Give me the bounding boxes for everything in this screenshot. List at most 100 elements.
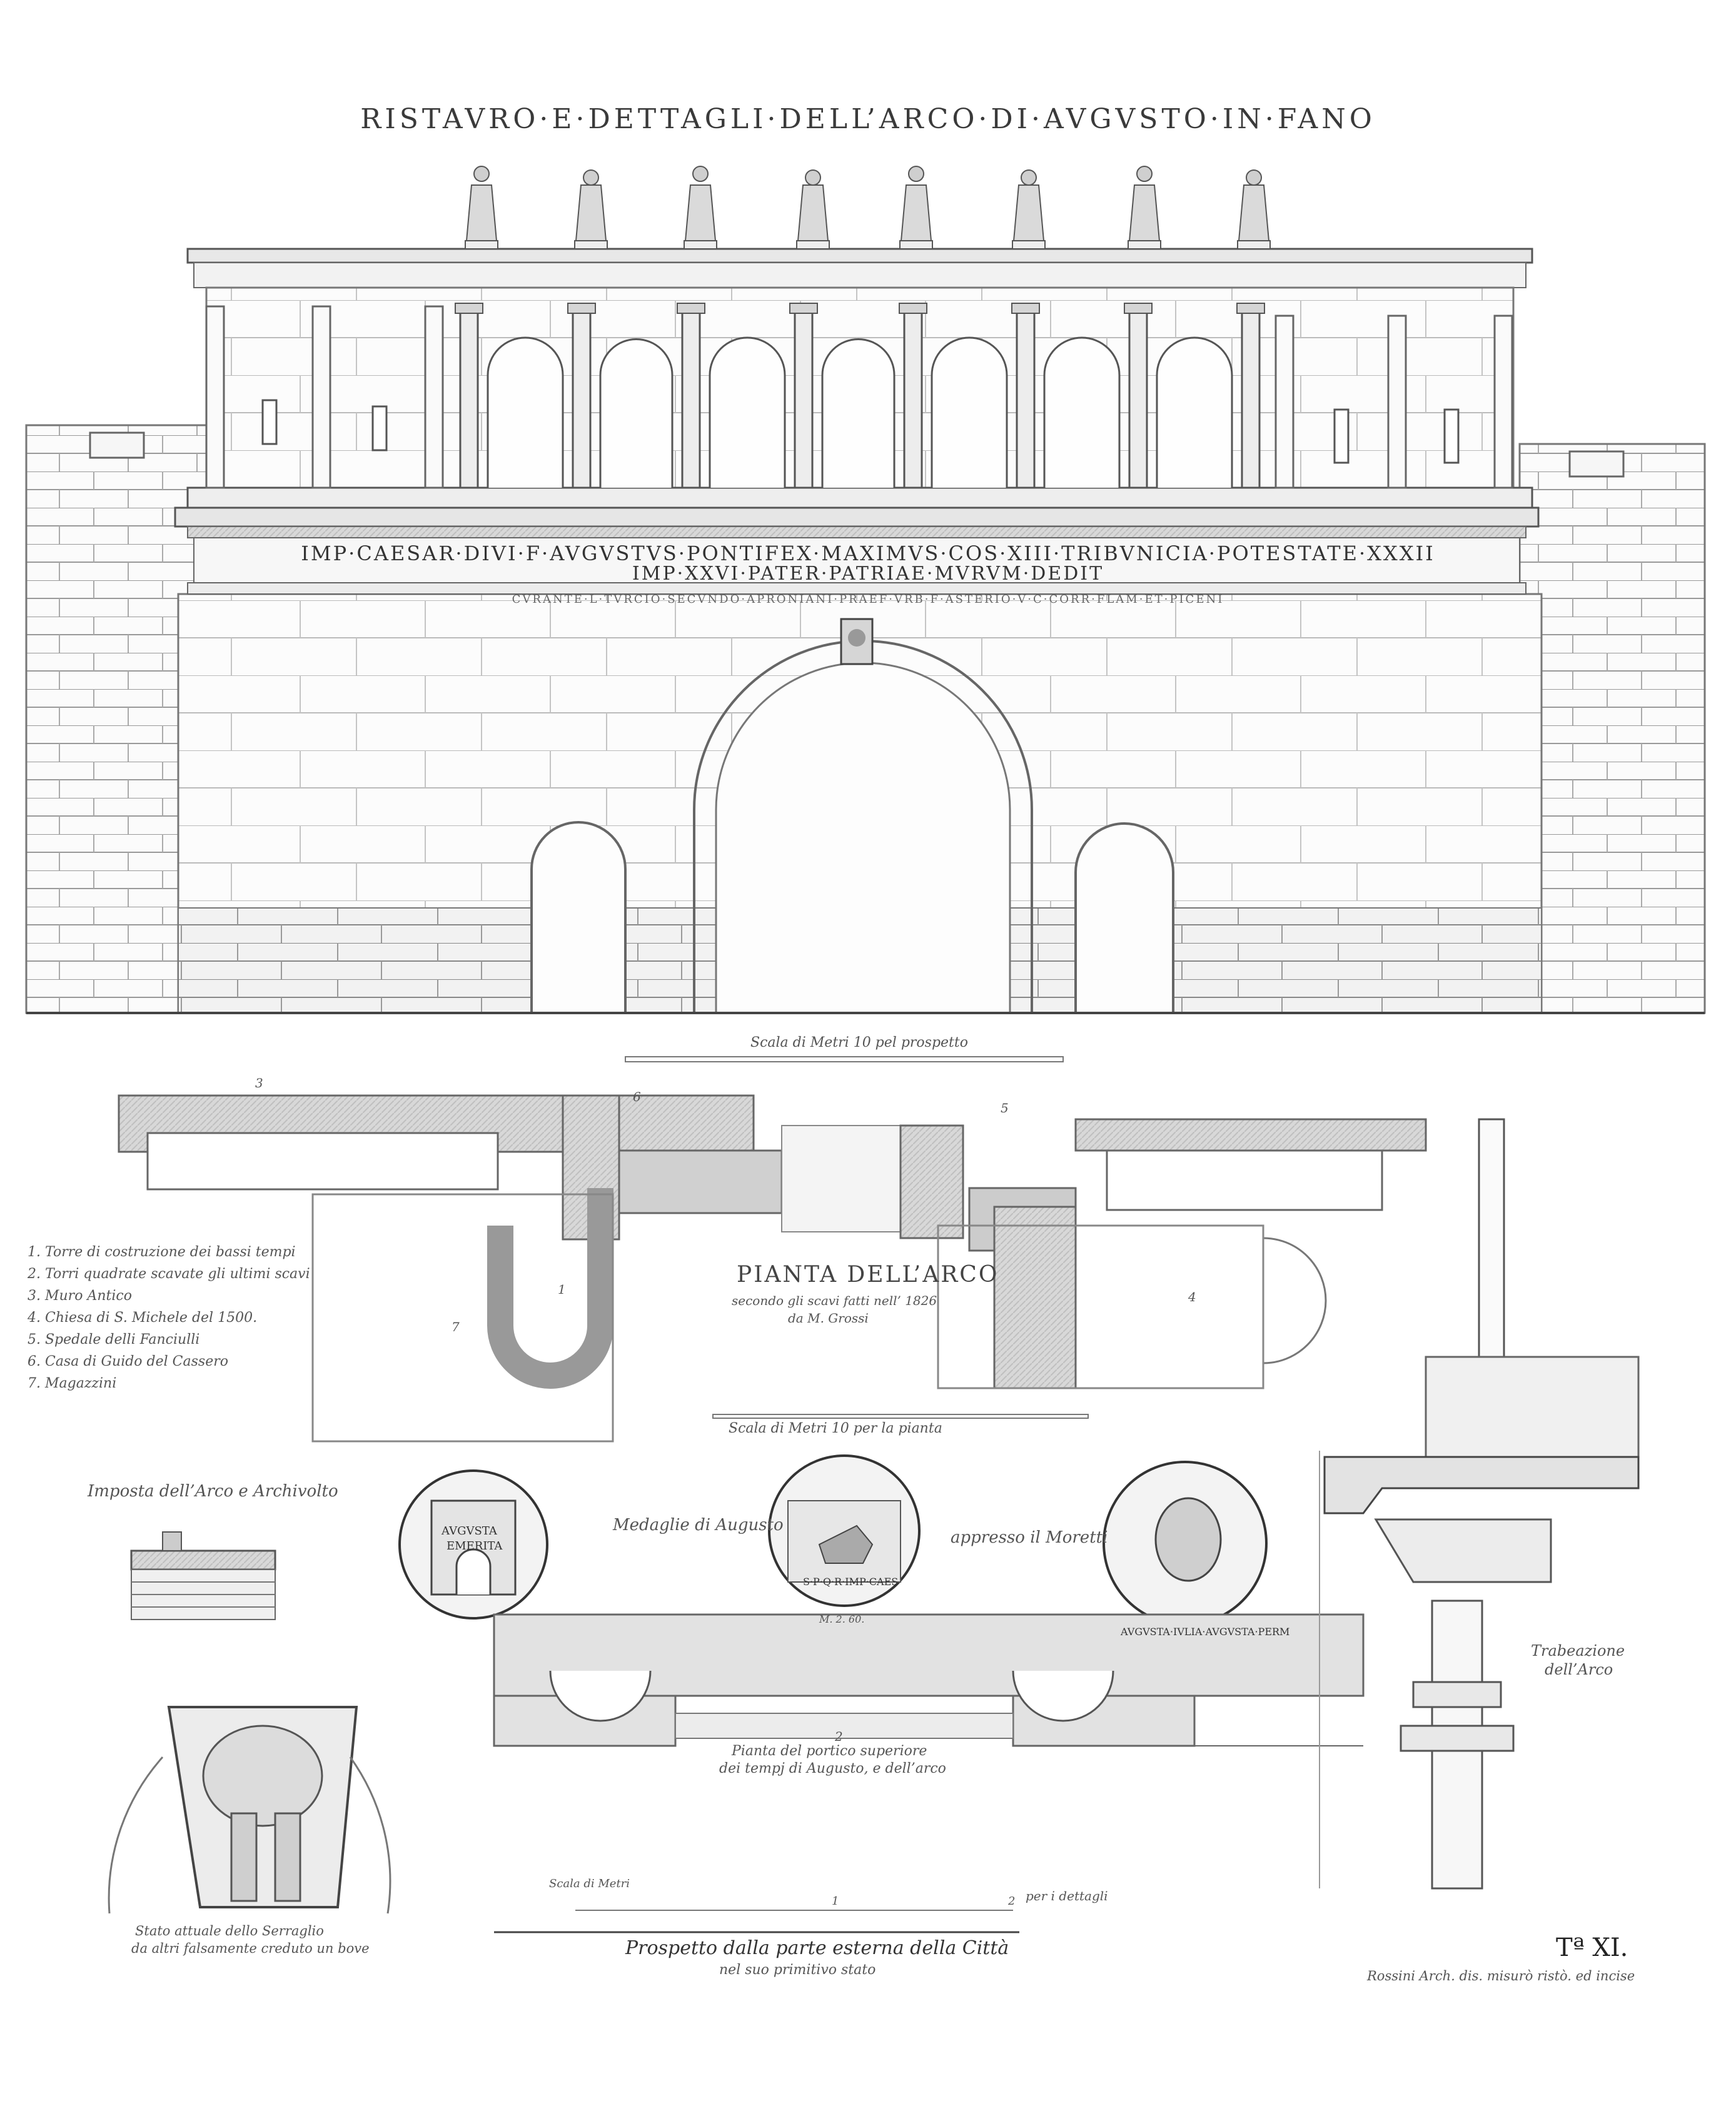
elevation-scale-label: Scala di Metri 10 pel prospetto bbox=[750, 1035, 968, 1050]
statue-figure bbox=[574, 169, 608, 249]
impost-detail-drawing bbox=[130, 1531, 276, 1620]
portico-plan-drawing bbox=[493, 1613, 1365, 1933]
legend-item: 5. Spedale delli Fanciulli bbox=[28, 1332, 200, 1348]
right-passage bbox=[1074, 822, 1174, 1013]
inscription-line-3: CVRANTE·L·TVRCIO·SECVNDO·APRONIANI·PRAEF… bbox=[512, 593, 1224, 606]
plate-title: RISTAVRO·E·DETTAGLI·DELL’ARCO·DI·AVGVSTO… bbox=[360, 103, 1376, 135]
legend-item: 4. Chiesa di S. Michele del 1500. bbox=[28, 1310, 258, 1326]
left-wall-cap bbox=[89, 431, 145, 459]
keystone-caption-2: da altri falsamente creduto un bove bbox=[131, 1941, 370, 1956]
medal-3-text: AVGVSTA·IVLIA·AVGVSTA·PERM bbox=[1121, 1626, 1290, 1638]
statue-figure bbox=[796, 169, 830, 249]
medals-group bbox=[398, 1454, 1268, 1626]
statue-figure bbox=[1128, 166, 1161, 249]
gallery-arcade bbox=[455, 303, 1265, 489]
medal-1-text-2: EMERITA bbox=[447, 1539, 503, 1553]
portico-caption-1: Pianta del portico superiore bbox=[732, 1743, 927, 1759]
gallery-column bbox=[572, 308, 592, 489]
gallery-column bbox=[794, 308, 814, 489]
column-capital bbox=[899, 303, 927, 314]
plan-title: PIANTA DELL’ARCO bbox=[737, 1262, 999, 1287]
attic-plinth bbox=[186, 486, 1533, 509]
legend-item: 2. Torri quadrate scavate gli ultimi sca… bbox=[28, 1266, 310, 1282]
column-capital bbox=[677, 303, 705, 314]
attic-statues bbox=[465, 166, 1271, 249]
inscription-line-1: IMP·CAESAR·DIVI·F·AVGVSTVS·PONTIFEX·MAXI… bbox=[301, 542, 1435, 565]
plan-scale-label: Scala di Metri 10 per la pianta bbox=[729, 1421, 942, 1436]
entablature-caption-2: dell’Arco bbox=[1545, 1661, 1613, 1678]
plan-number-3: 3 bbox=[255, 1076, 263, 1091]
column-capital bbox=[789, 303, 818, 314]
keystone-detail-drawing bbox=[108, 1706, 391, 1914]
statue-figure bbox=[1237, 169, 1271, 249]
keystone-caption-1: Stato attuale dello Serraglio bbox=[135, 1923, 324, 1938]
statue-figure bbox=[465, 166, 498, 249]
cornice-dentils bbox=[187, 526, 1527, 538]
attic-cornice bbox=[186, 248, 1533, 264]
impost-caption: Imposta dell’Arco e Archivolto bbox=[88, 1482, 338, 1501]
attic-pilasters bbox=[205, 305, 1513, 489]
elevation-drawing bbox=[25, 166, 1706, 1062]
gallery-arch bbox=[599, 338, 674, 488]
portico-number-2: 2 bbox=[835, 1729, 843, 1744]
plan-number-6: 6 bbox=[633, 1089, 641, 1104]
gallery-column bbox=[903, 308, 923, 489]
column-capital bbox=[455, 303, 483, 314]
legend-item: 7. Magazzini bbox=[28, 1376, 117, 1391]
bottom-caption: Prospetto dalla parte esterna della Citt… bbox=[625, 1937, 1009, 1959]
cornice-top bbox=[174, 506, 1540, 528]
portico-scale-mark-1: 1 bbox=[832, 1895, 839, 1908]
legend-item: 3. Muro Antico bbox=[28, 1288, 132, 1304]
gallery-arch bbox=[487, 336, 564, 488]
plan-legend: 1. Torre di costruzione dei bassi tempi … bbox=[28, 1241, 310, 1394]
gallery-column bbox=[681, 308, 701, 489]
inscription-frieze bbox=[193, 537, 1520, 583]
medal-1-text-1: AVGVSTA bbox=[442, 1524, 497, 1538]
main-arch-voussoirs bbox=[715, 662, 1011, 1013]
statue-figure bbox=[1012, 169, 1046, 249]
gallery-column bbox=[459, 308, 479, 489]
statue-figure bbox=[899, 166, 933, 249]
gallery-arch bbox=[1043, 336, 1121, 488]
portico-scale-label: Scala di Metri bbox=[549, 1877, 630, 1890]
legend-item: 6. Casa di Guido del Cassero bbox=[28, 1354, 228, 1369]
column-capital bbox=[1011, 303, 1040, 314]
portico-caption-2: dei tempj di Augusto, e dell’arco bbox=[719, 1761, 946, 1776]
author-credit: Rossini Arch. dis. misurò ristò. ed inci… bbox=[1367, 1968, 1635, 1983]
attic-cornice-2 bbox=[193, 262, 1527, 288]
left-passage bbox=[530, 821, 627, 1013]
plan-number-5: 5 bbox=[1001, 1101, 1009, 1116]
attic-slit-windows bbox=[261, 399, 1460, 464]
plan-subtitle-2: da M. Grossi bbox=[788, 1311, 869, 1326]
plate-number: Tª XI. bbox=[1556, 1933, 1628, 1962]
portico-scale-mark-2: 2 bbox=[1008, 1895, 1016, 1908]
plan-number-1: 1 bbox=[558, 1282, 566, 1297]
inscription-line-2: IMP·XXVI·PATER·PATRIAE·MVRVM·DEDIT bbox=[632, 563, 1104, 585]
medal-2-text: S·P·Q·R·IMP·CAES bbox=[803, 1576, 899, 1588]
medals-caption-right: appresso il Moretti bbox=[951, 1528, 1108, 1547]
gallery-column bbox=[1128, 308, 1148, 489]
arch-plan-drawing bbox=[118, 1094, 1427, 1443]
gallery-arch bbox=[931, 336, 1008, 488]
right-wall bbox=[1518, 443, 1706, 1014]
plan-number-7: 7 bbox=[452, 1319, 460, 1334]
right-wall-cap bbox=[1568, 450, 1625, 478]
medals-caption-left: Medaglie di Augusto bbox=[613, 1516, 784, 1534]
gallery-column bbox=[1241, 308, 1261, 489]
plan-subtitle-1: secondo gli scavi fatti nell’ 1826 bbox=[732, 1293, 937, 1308]
plan-number-4: 4 bbox=[1188, 1289, 1196, 1304]
column-capital bbox=[1236, 303, 1265, 314]
medal-2-label: M. 2. 60. bbox=[819, 1613, 865, 1625]
column-capital bbox=[567, 303, 596, 314]
gallery-arch bbox=[821, 338, 896, 488]
statue-figure bbox=[684, 166, 717, 249]
gallery-arch bbox=[709, 336, 786, 488]
legend-item: 1. Torre di costruzione dei bassi tempi bbox=[28, 1244, 296, 1260]
gallery-arch bbox=[1156, 336, 1233, 488]
entablature-caption-1: Trabeazione bbox=[1531, 1642, 1625, 1660]
bottom-caption-sub: nel suo primitivo stato bbox=[719, 1962, 876, 1978]
architrave bbox=[187, 582, 1527, 595]
column-capital bbox=[1124, 303, 1153, 314]
portico-scale-note: per i dettagli bbox=[1026, 1888, 1108, 1903]
